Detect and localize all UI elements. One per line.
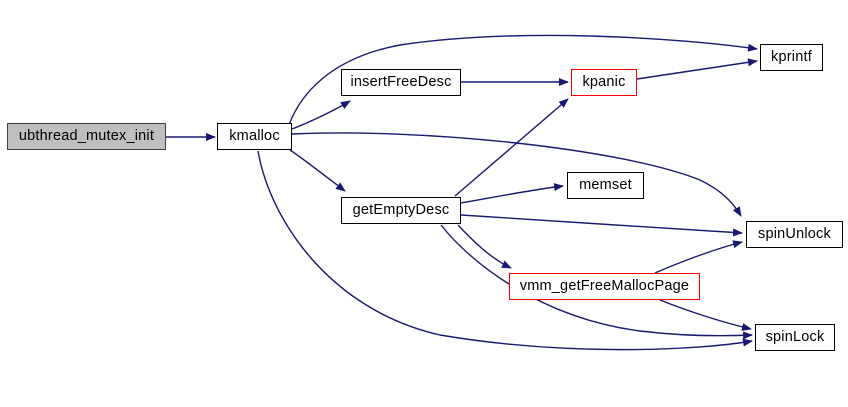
node-get-empty-desc[interactable]: getEmptyDesc — [341, 197, 461, 224]
edge-kpanic-kprintf — [636, 58, 758, 80]
edge-vmm_getFreeMallocPage-spinLock — [659, 299, 752, 331]
edge-vmm_getFreeMallocPage-spinUnlock — [654, 240, 743, 274]
node-spin-unlock[interactable]: spinUnlock — [746, 221, 843, 248]
node-insert-free-desc[interactable]: insertFreeDesc — [341, 69, 461, 96]
node-kprintf[interactable]: kprintf — [760, 44, 823, 71]
edge-kmalloc-insertFreeDesc — [291, 100, 351, 130]
node-kmalloc[interactable]: kmalloc — [217, 123, 292, 150]
edge-kmalloc-spinLock — [257, 150, 753, 351]
edge-getEmptyDesc-kpanic — [454, 98, 569, 197]
edge-getEmptyDesc-vmm_getFreeMallocPage — [457, 224, 512, 269]
edge-getEmptyDesc-memset — [460, 183, 564, 204]
node-ubthread-mutex-init[interactable]: ubthread_mutex_init — [7, 123, 166, 150]
node-memset[interactable]: memset — [567, 172, 644, 199]
node-spin-lock[interactable]: spinLock — [755, 324, 835, 351]
edge-kmalloc-getEmptyDesc — [289, 149, 346, 192]
node-kpanic[interactable]: kpanic — [571, 69, 637, 96]
edge-getEmptyDesc-spinUnlock — [460, 214, 743, 237]
node-vmm-get-free-malloc-page[interactable]: vmm_getFreeMallocPage — [509, 273, 700, 300]
